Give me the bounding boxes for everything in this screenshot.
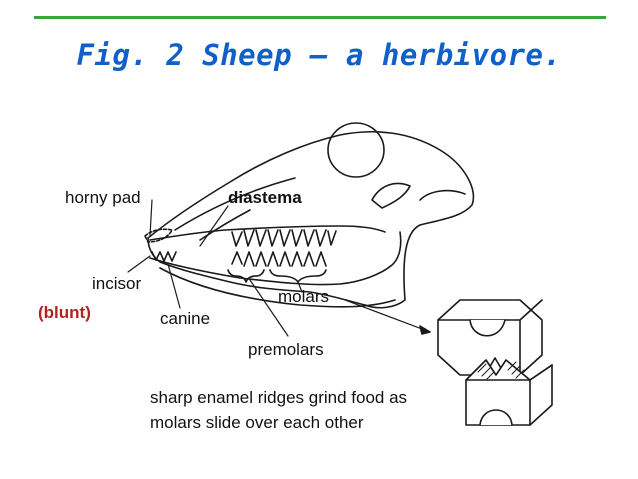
lower-teeth bbox=[231, 251, 327, 267]
caption-line-1: sharp enamel ridges grind food as bbox=[150, 388, 408, 407]
caption-line-2: molars slide over each other bbox=[150, 413, 364, 432]
label-canine: canine bbox=[160, 309, 211, 328]
leader-premolars bbox=[249, 279, 289, 337]
arrowhead bbox=[419, 325, 431, 335]
skull-outline bbox=[147, 130, 475, 309]
leader-canine bbox=[167, 263, 181, 309]
label-incisor: incisor bbox=[92, 274, 142, 293]
incisor-teeth bbox=[151, 251, 177, 262]
horn-core bbox=[371, 182, 411, 209]
molar-cross-section-upper bbox=[437, 299, 543, 376]
mandible-lower bbox=[159, 267, 396, 308]
title-accent-line bbox=[34, 16, 606, 19]
leader-horny-pad bbox=[149, 199, 153, 237]
facial-ridge bbox=[199, 209, 251, 241]
leader-molars bbox=[297, 281, 303, 293]
maxilla-line bbox=[149, 225, 386, 241]
nasal-line bbox=[174, 177, 296, 231]
molar-cross-section-lower bbox=[465, 359, 553, 426]
label-premolars: premolars bbox=[248, 340, 324, 359]
leader-incisor bbox=[127, 255, 151, 273]
slide-title: Fig. 2 Sheep – a herbivore. bbox=[76, 38, 562, 72]
occipital-ridge bbox=[419, 189, 466, 201]
annotation-blunt: (blunt) bbox=[38, 303, 91, 322]
eye-orbit bbox=[327, 122, 385, 178]
label-diastema: diastema bbox=[228, 188, 302, 207]
molar-brace bbox=[269, 269, 327, 283]
horny-pad bbox=[144, 228, 173, 243]
leader-diastema bbox=[199, 205, 229, 247]
label-molars: molars bbox=[278, 287, 330, 306]
label-horny-pad: horny pad bbox=[65, 188, 141, 207]
leader-molar-detail bbox=[344, 299, 431, 333]
mandible bbox=[149, 231, 402, 286]
premolar-brace bbox=[227, 269, 265, 283]
upper-teeth bbox=[231, 229, 337, 247]
